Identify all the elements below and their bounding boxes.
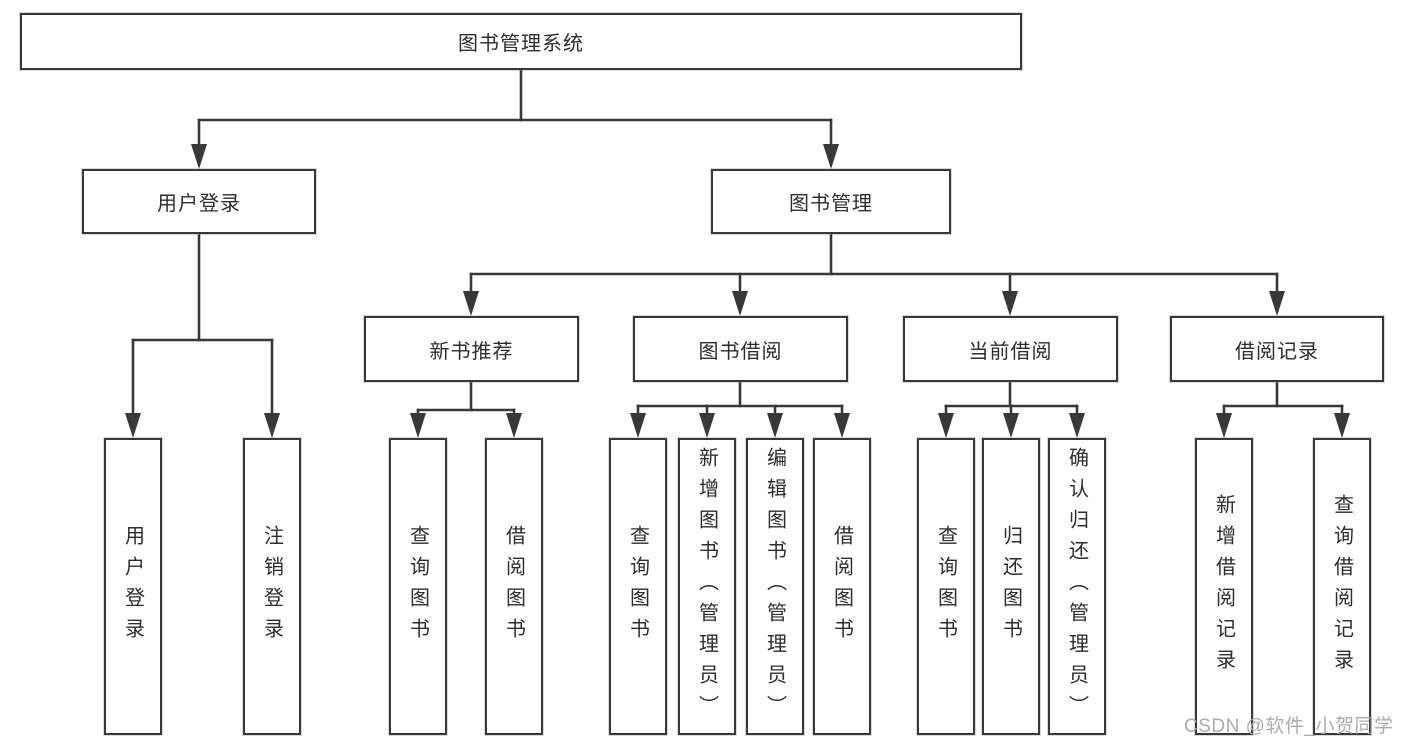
connector-book-borrowing-subtree — [630, 380, 850, 438]
connector-borrowing-records-subtree — [1216, 380, 1350, 438]
leaf-confirm-return-admin: 确认归还（管理员） — [1048, 438, 1106, 735]
leaf-current-query-books: 查询图书 — [917, 438, 975, 735]
connector-new-book-subtree — [410, 380, 522, 438]
node-user-login-label: 用户登录 — [157, 193, 241, 215]
node-library-system: 图书管理系统 — [20, 13, 1022, 70]
connector-root-to-level2 — [191, 68, 839, 169]
node-new-book-recommendation: 新书推荐 — [364, 316, 579, 382]
node-book-borrowing: 图书借阅 — [633, 316, 848, 382]
node-borrowing-records: 借阅记录 — [1170, 316, 1384, 382]
leaf-query-borrow-record: 查询借阅记录 — [1313, 438, 1371, 735]
connector-user-login-subtree — [125, 232, 280, 438]
leaf-return-books: 归还图书 — [982, 438, 1040, 735]
node-book-management-label: 图书管理 — [789, 193, 873, 215]
node-library-system-label: 图书管理系统 — [458, 33, 584, 55]
leaf-edit-books-admin: 编辑图书（管理员） — [746, 438, 804, 735]
leaf-recommend-query-books: 查询图书 — [389, 438, 447, 735]
node-book-borrowing-label: 图书借阅 — [698, 340, 783, 363]
leaf-user-login: 用户登录 — [104, 438, 162, 735]
leaf-borrowing-query-books: 查询图书 — [609, 438, 667, 735]
node-book-management: 图书管理 — [711, 169, 951, 234]
node-new-book-recommendation-label: 新书推荐 — [429, 340, 514, 363]
leaf-add-books-admin: 新增图书（管理员） — [678, 438, 736, 735]
leaf-add-borrow-record: 新增借阅记录 — [1195, 438, 1253, 735]
leaf-recommend-borrow-books: 借阅图书 — [485, 438, 543, 735]
connector-current-borrowing-subtree — [938, 380, 1085, 438]
leaf-borrowing-borrow-books: 借阅图书 — [813, 438, 871, 735]
leaf-logout: 注销登录 — [243, 438, 301, 735]
node-current-borrowing-label: 当前借阅 — [968, 340, 1053, 363]
node-user-login: 用户登录 — [82, 169, 316, 234]
node-current-borrowing: 当前借阅 — [903, 316, 1118, 382]
csdn-watermark: CSDN @软件_小贺同学 — [1184, 716, 1394, 737]
node-borrowing-records-label: 借阅记录 — [1235, 340, 1319, 363]
connector-book-management-to-level3 — [463, 232, 1285, 316]
